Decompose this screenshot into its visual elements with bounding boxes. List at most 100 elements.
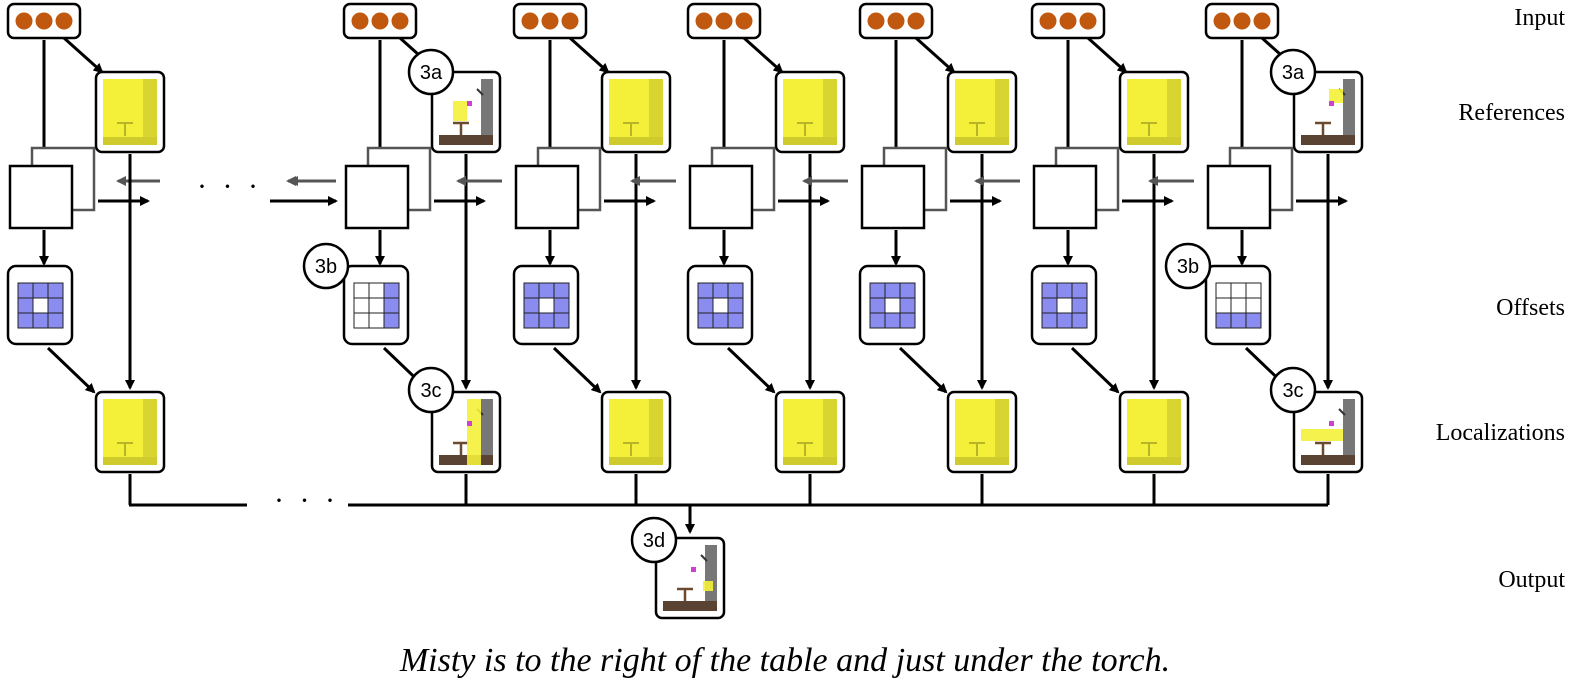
- grid-cell: [697, 297, 714, 314]
- grid-cell: [884, 312, 901, 329]
- grid-cell: [353, 282, 370, 299]
- grid-cell: [869, 312, 886, 329]
- grid-cell: [523, 297, 540, 314]
- badge-3c: 3c: [1269, 366, 1317, 414]
- wall-shadow: [995, 79, 1009, 145]
- grid-cell: [1071, 282, 1088, 299]
- ground-shadow: [955, 457, 1009, 465]
- svg-text:3d: 3d: [643, 530, 665, 552]
- grid-cell: [727, 312, 744, 329]
- grid-cell: [47, 312, 64, 329]
- offset-card: [858, 264, 926, 346]
- offset-card: [342, 264, 410, 346]
- ground-shadow: [1127, 457, 1181, 465]
- badge-3c: 3c: [407, 366, 455, 414]
- grid-cell: [869, 297, 886, 314]
- offset-to-localization-arrow: [552, 346, 602, 394]
- input-dot: [35, 12, 53, 30]
- input-dot: [371, 12, 389, 30]
- row-label-localizations: Localizations: [1436, 420, 1565, 446]
- input-dot: [391, 12, 409, 30]
- localization-card: [600, 390, 672, 474]
- module-columns: 3a 3b 3c 3a 3b 3c: [6, 2, 1364, 505]
- grid-cell: [523, 282, 540, 299]
- grid-cell: [1071, 312, 1088, 329]
- misty-sprite: [1329, 101, 1334, 106]
- input-dot: [541, 12, 559, 30]
- grid-cell: [884, 297, 901, 314]
- input-dot: [887, 12, 905, 30]
- input-dot: [521, 12, 539, 30]
- input-dot: [867, 12, 885, 30]
- input-to-reference-arrow: [568, 36, 610, 74]
- grid-cell: [1056, 312, 1073, 329]
- offset-to-localization-arrow: [898, 346, 948, 394]
- badge-label: 3a: [1282, 62, 1305, 84]
- grid-cell: [712, 297, 729, 314]
- stone-wall: [705, 545, 717, 601]
- badge-label: 3b: [1177, 256, 1199, 278]
- badge-circle: [1164, 242, 1212, 290]
- grid-cell: [1230, 282, 1247, 299]
- ground: [1301, 455, 1355, 465]
- input-dot: [1079, 12, 1097, 30]
- input-pill: [1030, 2, 1106, 40]
- wall-shadow: [649, 399, 663, 465]
- ground-shadow: [783, 137, 837, 145]
- ground-shadow: [103, 137, 157, 145]
- module-column: [802, 2, 1018, 505]
- grid-cell: [32, 282, 49, 299]
- wall-shadow: [1167, 79, 1181, 145]
- ellipsis-top: · · ·: [197, 170, 262, 203]
- input-pill: [686, 2, 762, 40]
- torch: [476, 88, 484, 96]
- reference-card: [774, 70, 846, 154]
- grid-cell: [383, 312, 400, 329]
- ground-shadow: [609, 137, 663, 145]
- grid-cell: [1215, 297, 1232, 314]
- grid-cell: [884, 282, 901, 299]
- badge-3b: 3b: [302, 242, 350, 290]
- input-to-reference-arrow: [62, 36, 104, 74]
- offset-to-localization-arrow: [726, 346, 776, 394]
- reference-card: [1118, 70, 1190, 154]
- grid-cell: [538, 282, 555, 299]
- grid-cell: [727, 282, 744, 299]
- grid-cell: [1245, 282, 1262, 299]
- badge-3a: 3a: [1269, 48, 1317, 96]
- grid-cell: [1071, 297, 1088, 314]
- wall-shadow: [823, 399, 837, 465]
- input-dot: [351, 12, 369, 30]
- module-box: [344, 164, 410, 230]
- grid-cell: [697, 282, 714, 299]
- highlight-region: [1301, 429, 1343, 441]
- grid-cell: [368, 312, 385, 329]
- localization-card: [946, 390, 1018, 474]
- reference-card: [946, 70, 1018, 154]
- highlight-region: [703, 581, 713, 591]
- wall-shadow: [1167, 399, 1181, 465]
- grid-cell: [697, 312, 714, 329]
- output-thumbnail: [654, 536, 726, 620]
- grid-cell: [1215, 282, 1232, 299]
- module-column: [456, 2, 672, 505]
- grid-cell: [17, 312, 34, 329]
- reference-card: [430, 70, 502, 154]
- torch: [700, 554, 708, 562]
- grid-cell: [553, 312, 570, 329]
- input-to-reference-arrow: [742, 36, 784, 74]
- badge-3a: 3a: [407, 48, 455, 96]
- grid-cell: [47, 297, 64, 314]
- row-label-input: Input: [1514, 5, 1565, 31]
- wall-shadow: [143, 79, 157, 145]
- grid-cell: [712, 282, 729, 299]
- input-dot: [55, 12, 73, 30]
- grid-cell: [1056, 297, 1073, 314]
- grid-cell: [17, 282, 34, 299]
- offset-card: [512, 264, 580, 346]
- torch: [1338, 408, 1346, 416]
- ground: [1301, 135, 1355, 145]
- input-pill: [342, 2, 418, 40]
- module-box: [1032, 164, 1098, 230]
- input-dot: [1039, 12, 1057, 30]
